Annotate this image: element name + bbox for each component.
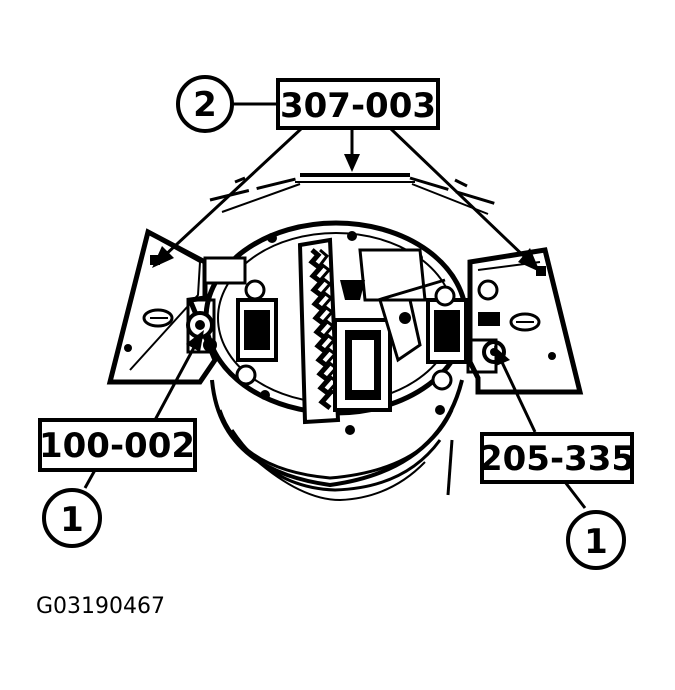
spreader-plate-left — [106, 228, 247, 385]
svg-text:1: 1 — [60, 500, 84, 540]
spreader-tool-beam — [209, 173, 501, 215]
callout-left-number: 1 — [42, 488, 102, 548]
callout-left-tool: 100-002 — [38, 418, 197, 472]
svg-text:205-335: 205-335 — [479, 439, 635, 479]
callout-top-tool: 307-003 — [276, 78, 440, 130]
bearing-caps — [235, 279, 468, 391]
svg-text:307-003: 307-003 — [280, 86, 436, 126]
svg-text:100-002: 100-002 — [39, 426, 195, 466]
svg-text:1: 1 — [584, 522, 608, 562]
callout-leaders — [83, 102, 587, 509]
differential-case — [333, 248, 446, 412]
callout-right-number: 1 — [566, 510, 626, 570]
svg-text:2: 2 — [193, 85, 217, 125]
figure-id: G03190467 — [36, 594, 165, 619]
spreader-plate-right — [466, 247, 584, 395]
callout-right-tool: 205-335 — [479, 432, 635, 484]
ring-gear — [297, 237, 341, 425]
callout-top-number: 2 — [176, 75, 234, 133]
